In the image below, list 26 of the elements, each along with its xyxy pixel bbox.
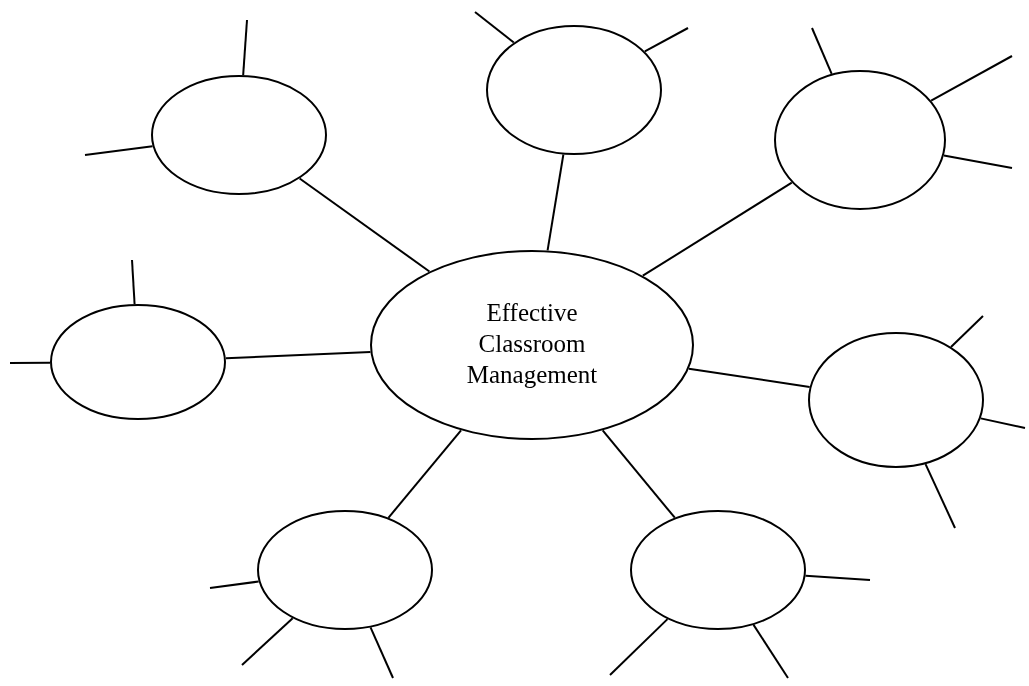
stub-line	[979, 417, 1026, 429]
stub-line	[930, 55, 1013, 102]
stub-line	[811, 27, 833, 75]
stub-line	[369, 626, 394, 679]
connector-line	[546, 153, 565, 252]
stub-line	[643, 27, 689, 53]
connector-line	[298, 177, 431, 273]
connector-line	[687, 367, 811, 388]
connector-line	[387, 429, 463, 519]
stub-line	[209, 580, 260, 589]
connector-line	[224, 350, 372, 360]
connector-line	[601, 429, 676, 519]
stub-line	[9, 361, 51, 364]
stub-line	[474, 11, 515, 44]
stub-line	[84, 145, 154, 156]
stub-line	[950, 315, 984, 348]
stub-line	[804, 574, 871, 581]
stub-line	[924, 463, 956, 529]
stub-line	[752, 623, 789, 679]
stub-line	[942, 154, 1013, 169]
connector-line	[641, 181, 793, 277]
topic-text: Effective Classroom Management	[465, 298, 599, 390]
stub-line	[242, 19, 248, 77]
stub-line	[609, 618, 669, 676]
stub-line	[131, 259, 136, 306]
stub-line	[241, 617, 294, 666]
